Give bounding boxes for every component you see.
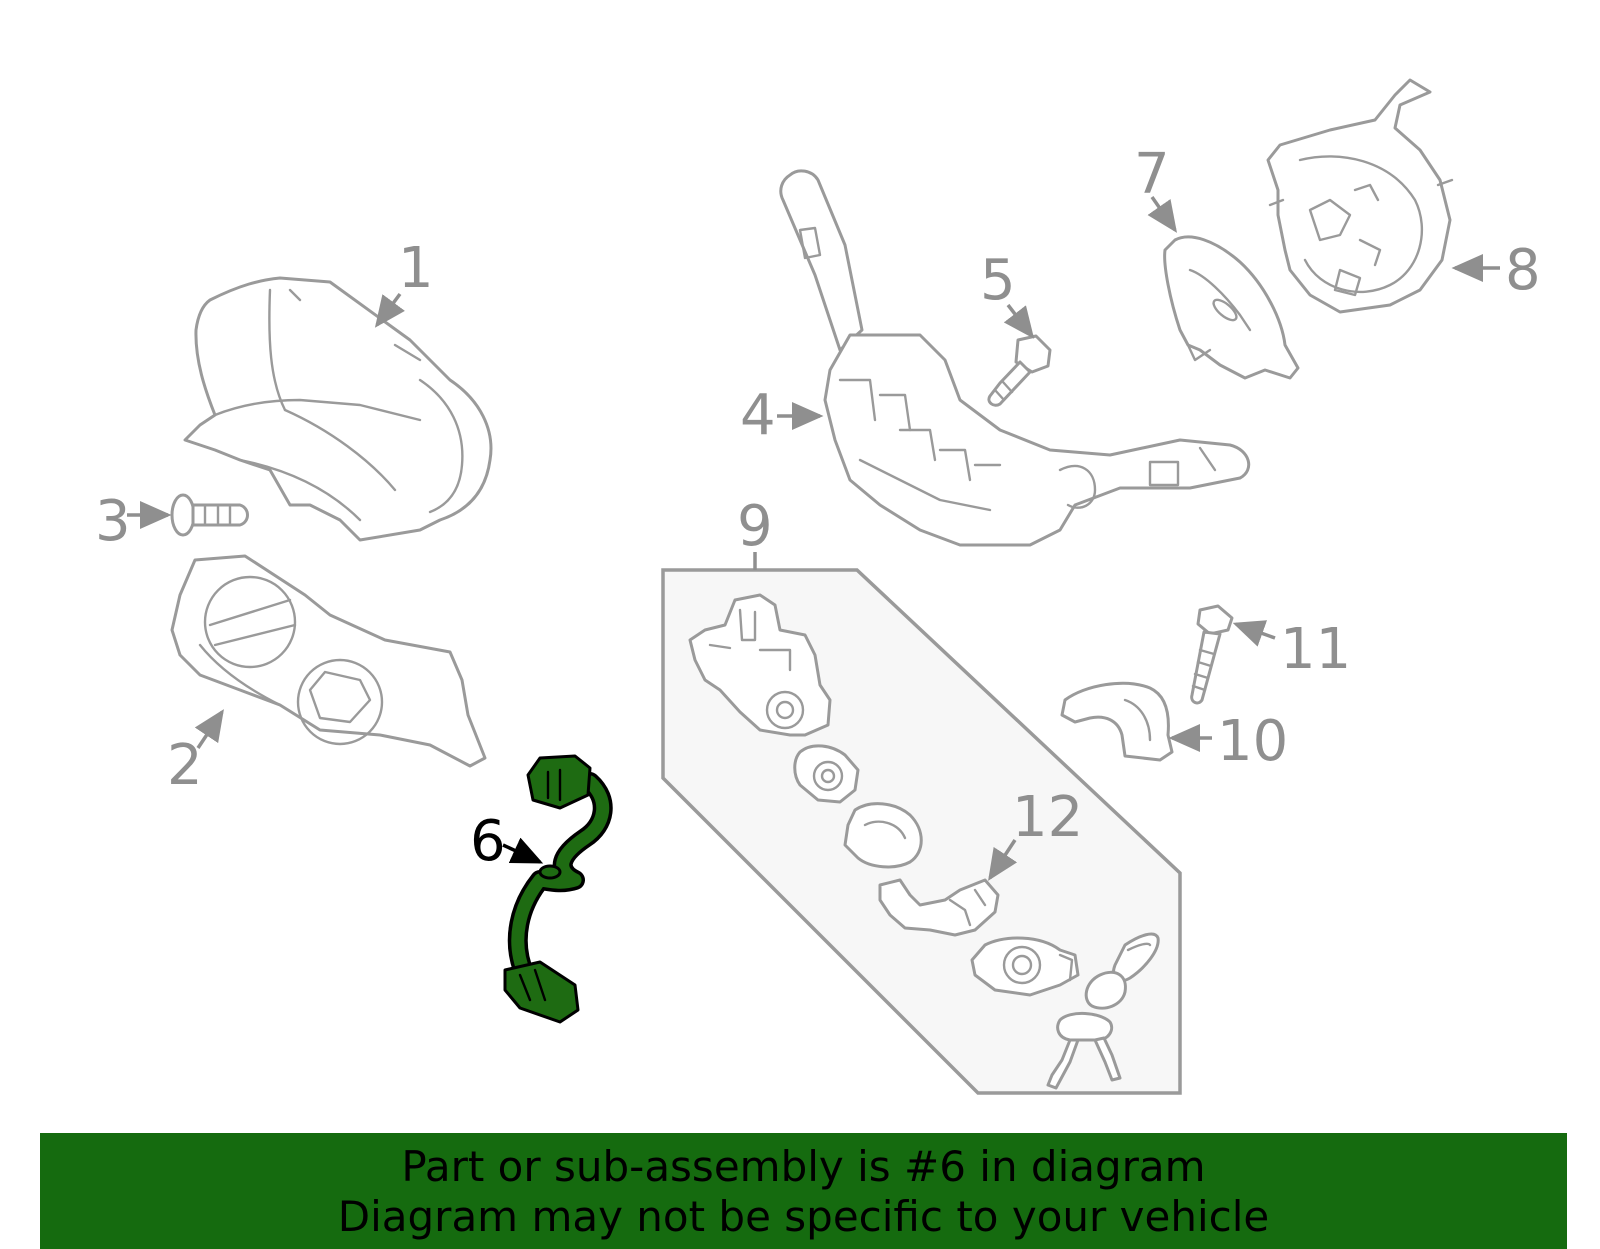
callout-5: 5: [980, 248, 1016, 313]
part-1-upper-shroud: [183, 276, 493, 542]
part-3-screw: [170, 493, 249, 537]
callout-8: 8: [1505, 238, 1541, 303]
part-9-ignition-kit: [661, 552, 1182, 1095]
callout-9: 9: [737, 494, 773, 559]
callout-2: 2: [167, 733, 203, 798]
callout-10: 10: [1217, 709, 1288, 774]
part-7-clock-spring: [1163, 235, 1300, 380]
callout-7: 7: [1134, 142, 1170, 207]
callout-11: 11: [1280, 617, 1351, 682]
callout-12: 12: [1012, 785, 1083, 850]
banner-disclaimer: Diagram may not be specific to your vehi…: [337, 1192, 1270, 1241]
callout-1: 1: [398, 236, 434, 301]
callout-4: 4: [740, 383, 776, 448]
part-11-bolt: [1190, 604, 1234, 705]
part-2-lower-shroud: [170, 554, 487, 768]
part-6-wire-harness: [503, 754, 613, 1024]
parts-diagram: 1 2 3 4 5: [95, 78, 1541, 1095]
part-8-sensor-assembly: [1266, 78, 1454, 314]
callout-3: 3: [95, 489, 131, 554]
part-4-combination-switch: [779, 169, 1251, 547]
part-5-bolt: [987, 334, 1052, 407]
info-banner: Part or sub-assembly is #6 in diagram Di…: [40, 1133, 1567, 1249]
part-10-clamp: [1060, 681, 1174, 762]
banner-part-note: Part or sub-assembly is #6 in diagram: [401, 1142, 1206, 1191]
callout-6: 6: [470, 809, 506, 874]
